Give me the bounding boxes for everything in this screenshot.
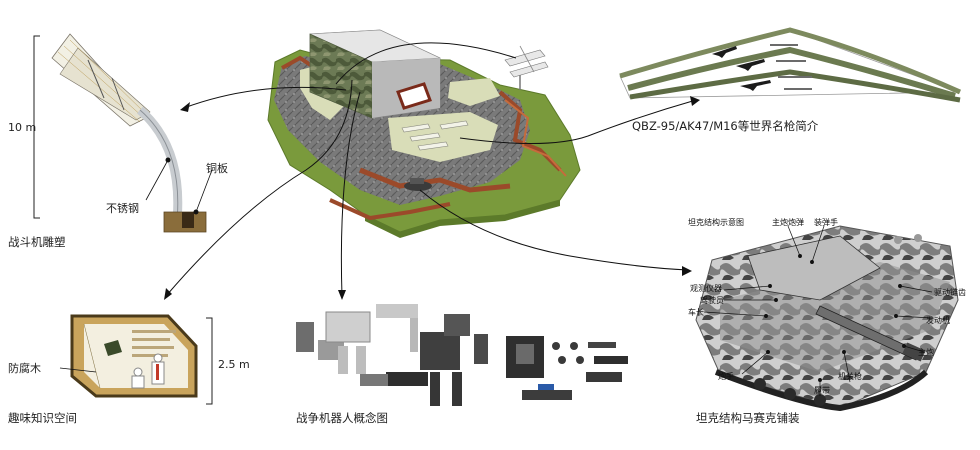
preservative-wood-label: 防腐木 bbox=[8, 362, 41, 375]
tank-driver: 驾驶员 bbox=[700, 296, 724, 305]
tank-main-gun: 主炮 bbox=[918, 348, 934, 357]
tank-diagram-title: 坦克结构示意图 bbox=[688, 218, 744, 227]
fighter-sculpture bbox=[33, 33, 213, 233]
copper-label: 铜板 bbox=[206, 162, 228, 175]
tank-engine: 发动机 bbox=[926, 316, 950, 325]
knowledge-space bbox=[59, 314, 213, 405]
tank-main-gun-ammo: 主炮炮弹 bbox=[772, 218, 804, 227]
arrow-heads bbox=[164, 96, 700, 300]
tank-gunner: 炮手 bbox=[718, 372, 734, 381]
tank-track: 履带 bbox=[814, 386, 830, 395]
stainless-label: 不锈钢 bbox=[106, 202, 139, 215]
fighter-height-label: 10 m bbox=[8, 121, 37, 134]
robot-caption: 战争机器人概念图 bbox=[296, 411, 388, 425]
tank-drive-sprocket: 驱动链齿 bbox=[934, 288, 966, 297]
tank-loader: 装弹手 bbox=[814, 218, 838, 227]
tank-caption: 坦克结构马赛克铺装 bbox=[696, 411, 800, 425]
tank-observation: 观测仪器 bbox=[690, 284, 722, 293]
tank-mosaic bbox=[695, 225, 959, 412]
robot-concepts bbox=[296, 304, 628, 406]
guns-panel bbox=[619, 27, 962, 103]
site-model bbox=[267, 29, 581, 238]
guns-caption: QBZ-95/AK47/M16等世界名枪简介 bbox=[632, 119, 819, 133]
fighter-caption: 战斗机雕塑 bbox=[8, 235, 66, 249]
tank-commander: 车长 bbox=[688, 308, 704, 317]
knowledge-height-label: 2.5 m bbox=[218, 358, 250, 371]
connector-arrows bbox=[165, 42, 697, 297]
knowledge-caption: 趣味知识空间 bbox=[8, 411, 77, 425]
tank-machine-gun: 机关枪 bbox=[838, 372, 862, 381]
